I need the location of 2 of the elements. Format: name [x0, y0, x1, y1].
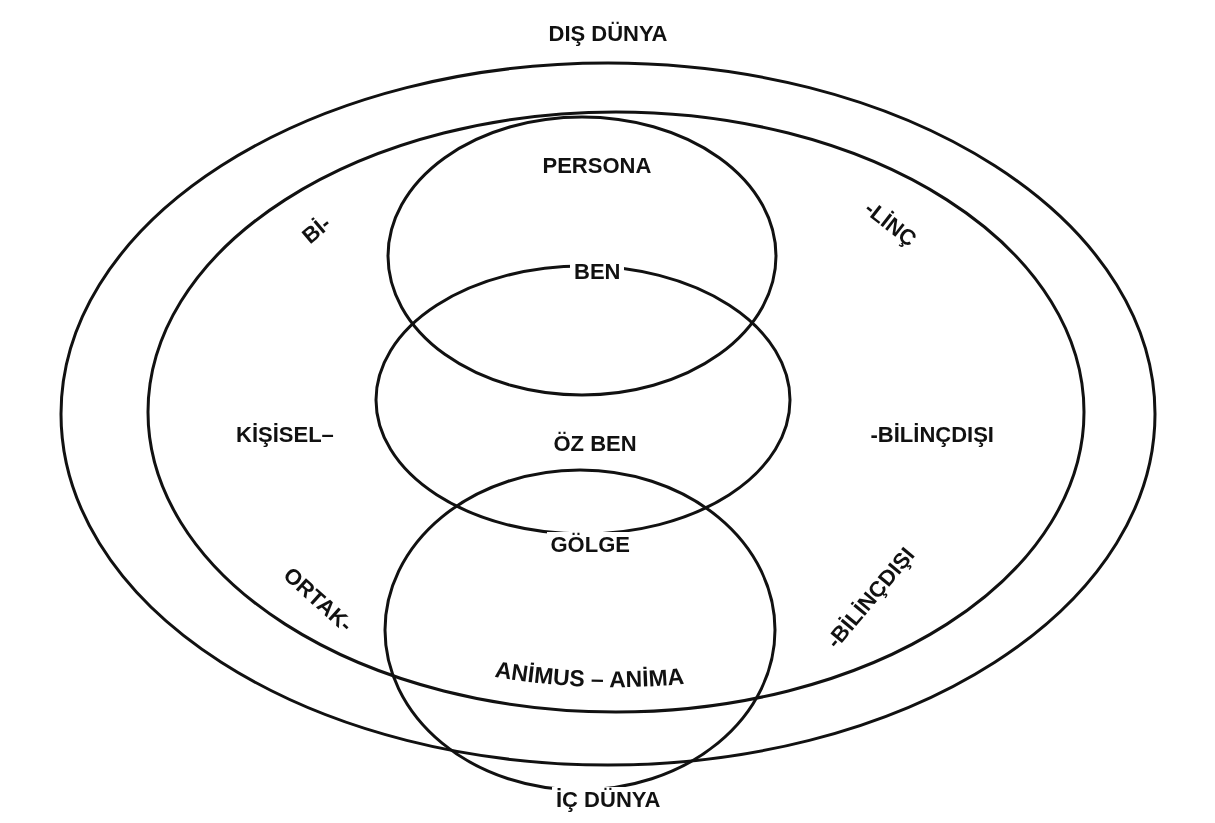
node-label: ANİMUS – ANİMA — [493, 656, 685, 693]
node-label: Bİ- — [295, 209, 337, 251]
